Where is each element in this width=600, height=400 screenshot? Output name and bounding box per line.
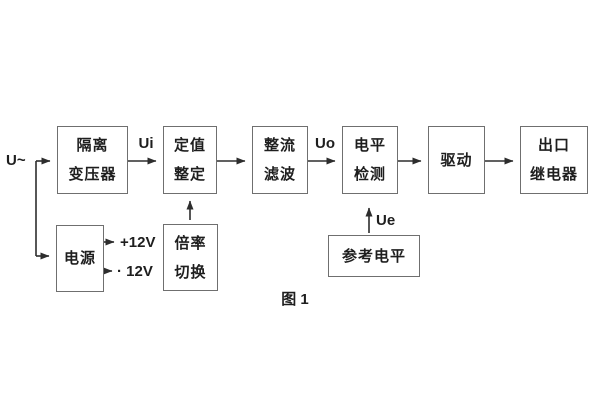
uo-signal-label: Uo [315, 135, 335, 152]
block-rectifier-filter: 整流 滤波 [252, 126, 308, 194]
block-label-line: 倍率 [174, 234, 207, 252]
block-level-detection: 电平 检测 [342, 126, 398, 194]
block-label-line: 定值 [173, 137, 206, 154]
block-label-line: 切换 [174, 263, 207, 281]
block-reference-level: 参考电平 [328, 235, 420, 277]
block-label-line: 整流 [263, 137, 296, 154]
block-label-line: 检测 [353, 166, 386, 183]
positive-rail-label: +12V [120, 234, 156, 251]
ui-signal-label: Ui [138, 135, 154, 152]
block-label-line: 滤波 [263, 166, 296, 183]
block-label-line: 电源 [63, 250, 96, 267]
block-label-line: 整定 [173, 166, 206, 183]
block-label-line: 参考电平 [341, 247, 406, 265]
input-voltage-label: U~ [6, 152, 26, 169]
block-power-supply: 电源 [56, 225, 104, 292]
block-label-line: 变压器 [68, 166, 117, 183]
block-label-line: 隔离 [76, 137, 109, 154]
block-isolation-transformer: 隔离 变压器 [57, 126, 128, 194]
block-label-line: 出口 [537, 137, 570, 154]
block-label-line: 驱动 [440, 151, 473, 169]
ue-signal-label: Ue [376, 212, 396, 229]
block-drive: 驱动 [428, 126, 485, 194]
negative-rail-label: · 12V [117, 263, 153, 280]
block-setting: 定值 整定 [163, 126, 217, 194]
block-ratio-switch: 倍率 切换 [163, 224, 218, 291]
block-label-line: 继电器 [529, 166, 578, 183]
figure-caption: 图 1 [281, 291, 309, 308]
block-label-line: 电平 [353, 137, 386, 154]
block-output-relay: 出口 继电器 [520, 126, 588, 194]
